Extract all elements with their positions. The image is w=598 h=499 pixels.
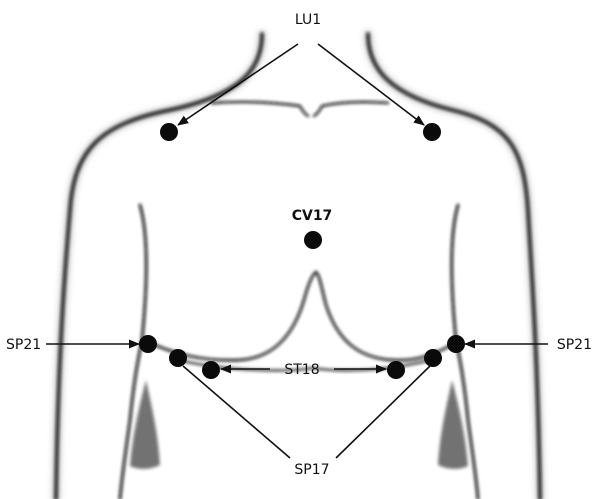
- sp17-leader-right: [336, 366, 430, 458]
- cv17-point: [304, 231, 322, 249]
- right-arm-shade: [438, 380, 468, 469]
- chest-contour: [148, 272, 456, 360]
- sp21-point-right: [447, 335, 465, 353]
- sp21-right-label: SP21: [557, 337, 592, 353]
- sp17-point-right: [424, 349, 442, 367]
- st18-point-right: [387, 361, 405, 379]
- right-clavicle: [314, 102, 388, 116]
- lu1-leader-left: [178, 44, 298, 125]
- sp17-point-left: [169, 349, 187, 367]
- body-outline: [56, 34, 540, 499]
- sp17-label: SP17: [294, 462, 329, 478]
- point-labels: LU1 CV17 SP21 SP21 ST18 SP17: [6, 12, 592, 478]
- left-clavicle: [212, 102, 308, 116]
- cv17-label: CV17: [292, 208, 333, 224]
- lu1-point-right: [423, 123, 441, 141]
- lu1-point-left: [160, 123, 178, 141]
- st18-point-left: [202, 361, 220, 379]
- lu1-label: LU1: [295, 12, 321, 28]
- st18-label: ST18: [284, 362, 319, 378]
- sp17-leader-left: [183, 366, 290, 458]
- left-shoulder-outline: [56, 34, 262, 499]
- acupoints: [139, 123, 465, 379]
- sp21-point-left: [139, 335, 157, 353]
- left-arm-shade: [130, 380, 160, 469]
- sp21-left-label: SP21: [6, 337, 41, 353]
